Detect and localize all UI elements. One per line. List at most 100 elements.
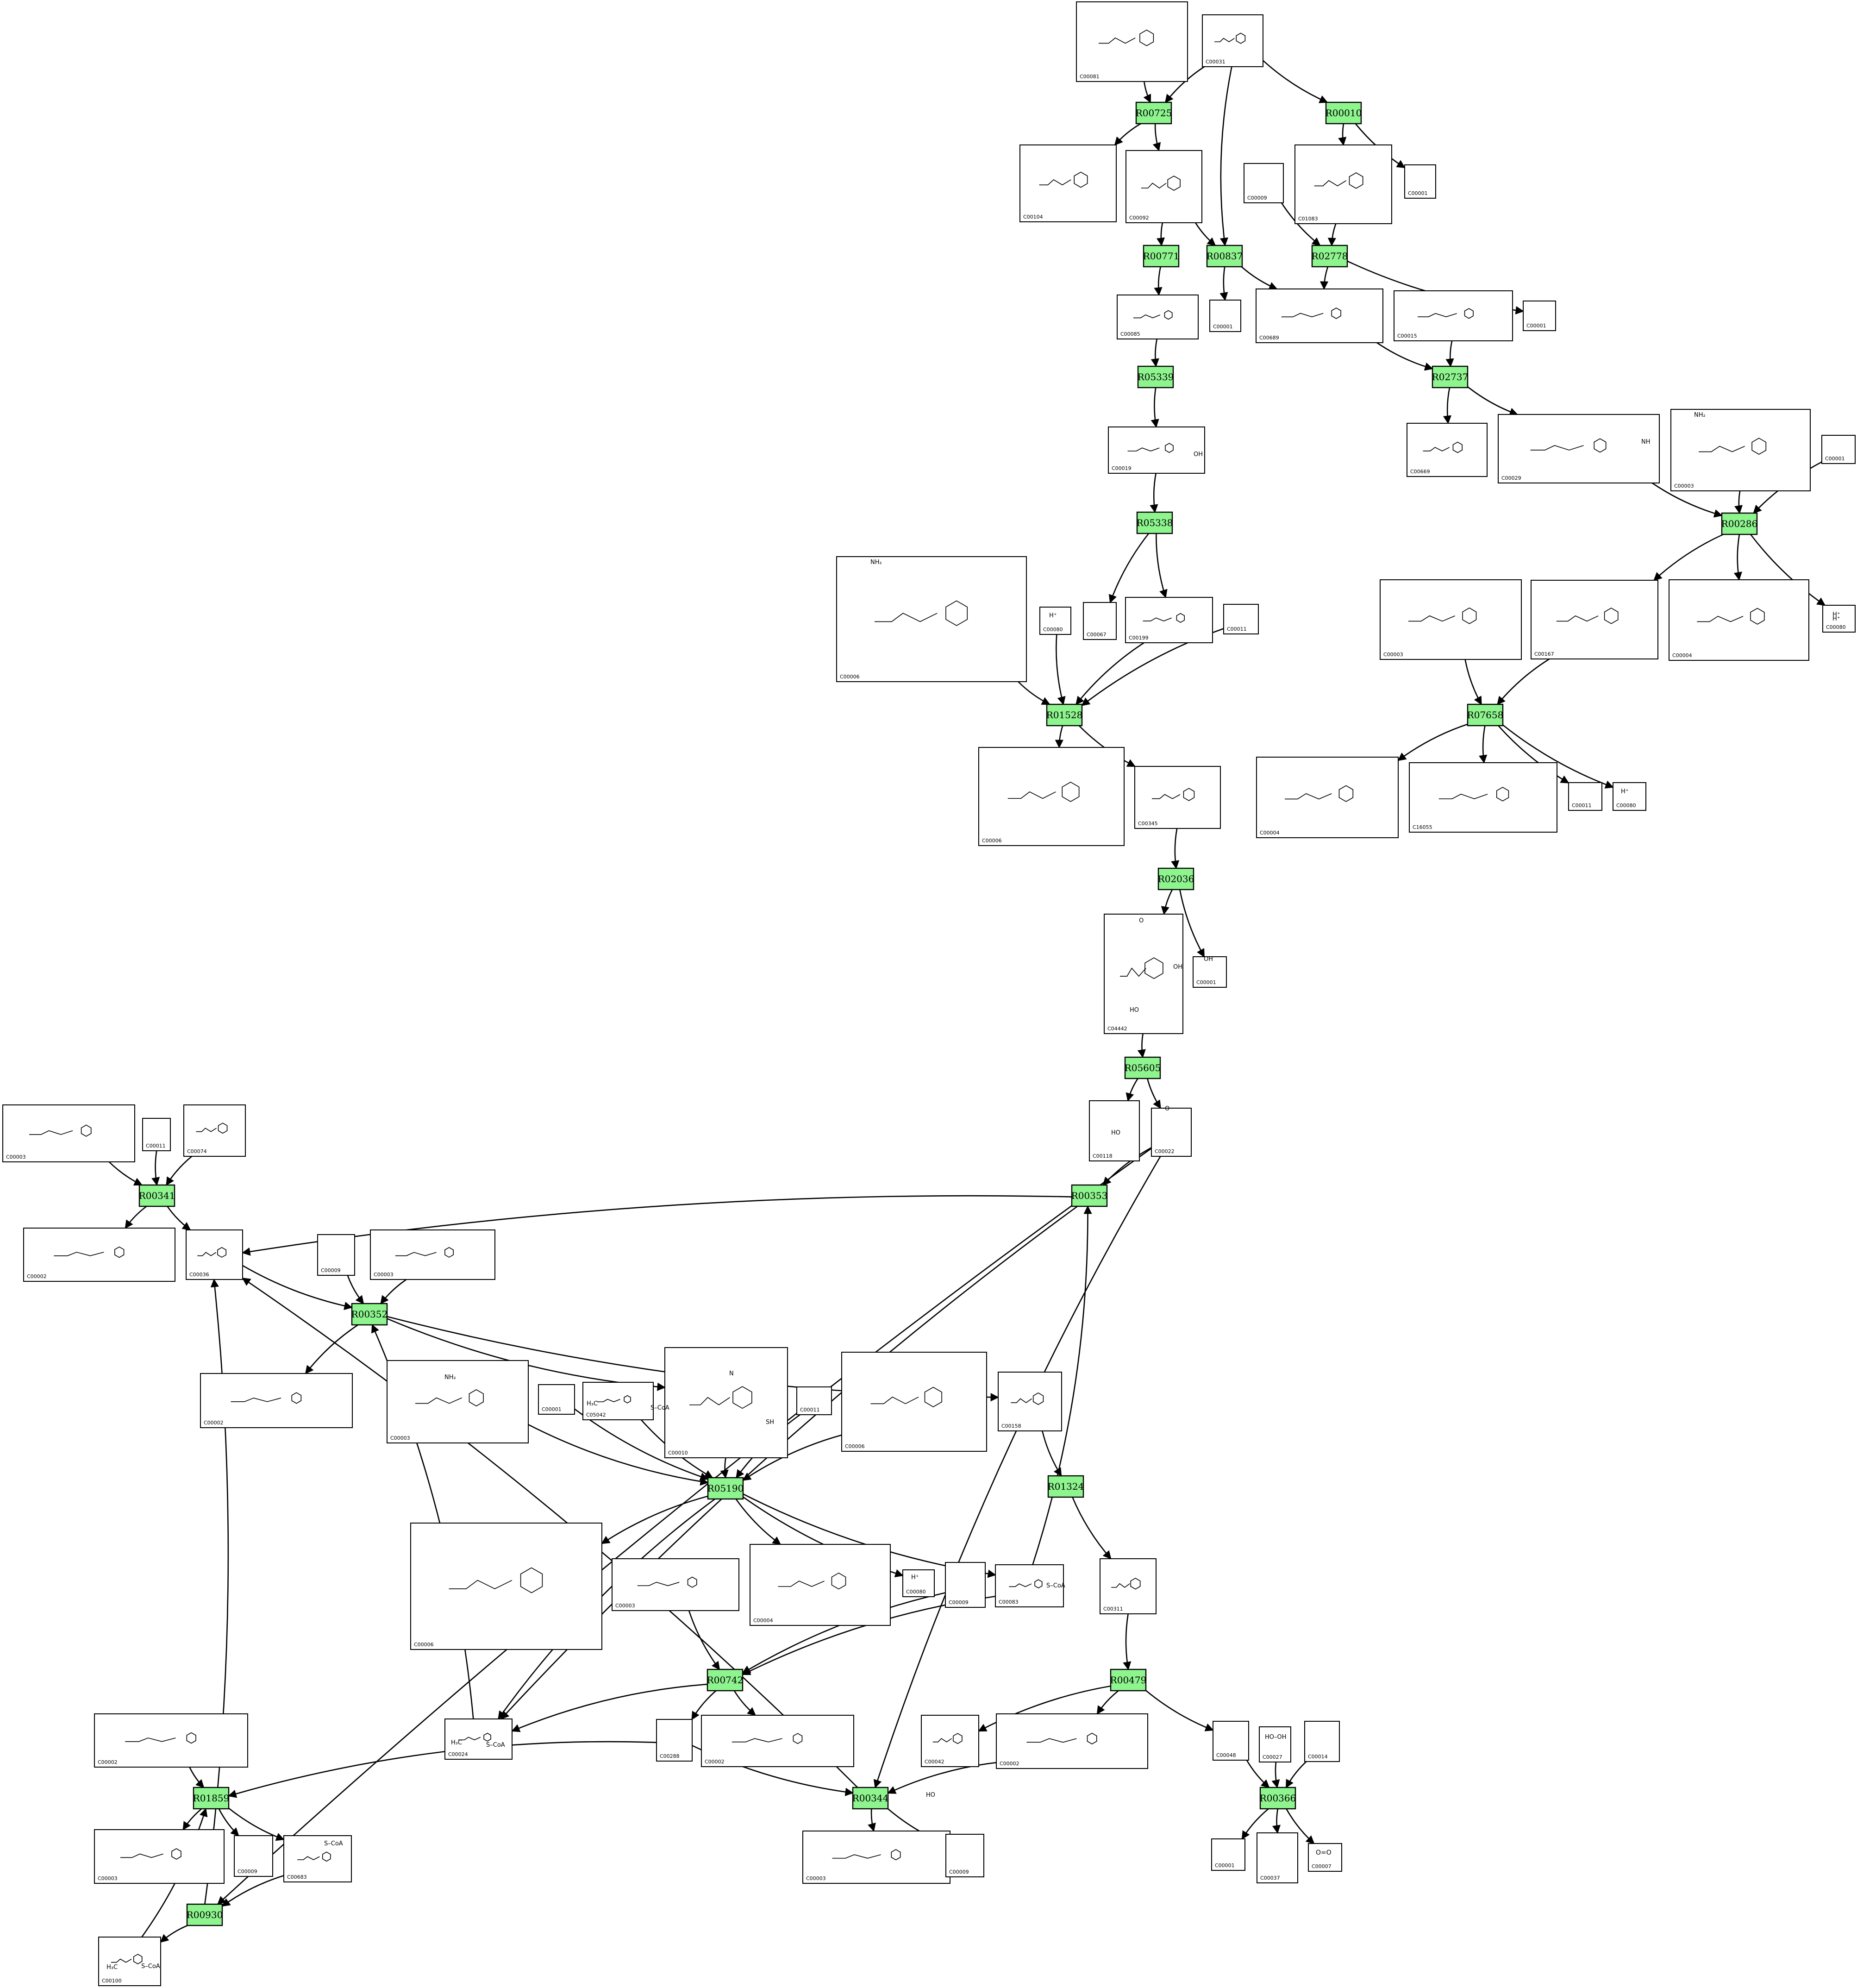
reaction-node[interactable]: R00366 bbox=[1260, 1787, 1296, 1810]
compound-node[interactable]: C00011 bbox=[1568, 782, 1602, 811]
compound-node[interactable]: C00001 bbox=[1209, 300, 1241, 332]
compound-node[interactable]: C00001 bbox=[1821, 435, 1856, 464]
compound-node[interactable]: C00002 bbox=[200, 1373, 353, 1428]
compound-node[interactable]: C00042 bbox=[921, 1715, 979, 1767]
compound-node[interactable]: C00009 bbox=[317, 1234, 355, 1276]
compound-node[interactable]: C00067 bbox=[1083, 602, 1117, 640]
compound-node[interactable]: C00001 bbox=[1211, 1838, 1245, 1871]
compound-node[interactable]: C00024 bbox=[444, 1718, 513, 1760]
compound-node[interactable]: C00003 bbox=[1670, 409, 1811, 491]
reaction-node[interactable]: R00344 bbox=[852, 1787, 889, 1810]
compound-node[interactable]: C00009 bbox=[1244, 163, 1284, 203]
compound-node[interactable]: C00022 bbox=[1151, 1108, 1192, 1157]
compound-node[interactable]: C05042 bbox=[582, 1382, 654, 1420]
compound-node[interactable]: C00083 bbox=[995, 1564, 1064, 1607]
compound-node[interactable]: C00158 bbox=[998, 1372, 1062, 1431]
reaction-node[interactable]: R00341 bbox=[139, 1184, 175, 1207]
reaction-node[interactable]: R00010 bbox=[1326, 101, 1362, 125]
compound-node[interactable]: C00683 bbox=[283, 1835, 352, 1882]
compound-node[interactable]: C00003 bbox=[387, 1360, 529, 1443]
compound-node[interactable]: C00001 bbox=[538, 1384, 575, 1415]
compound-node[interactable]: C00003 bbox=[2, 1104, 135, 1162]
compound-node[interactable]: C00006 bbox=[410, 1523, 602, 1650]
compound-node[interactable]: C00003 bbox=[94, 1829, 225, 1884]
compound-node[interactable]: C00014 bbox=[1304, 1721, 1340, 1762]
reaction-node[interactable]: R00930 bbox=[187, 1903, 223, 1926]
reaction-node[interactable]: R00479 bbox=[1110, 1668, 1147, 1692]
compound-node[interactable]: C00080 bbox=[902, 1569, 935, 1597]
compound-node[interactable]: C00085 bbox=[1117, 295, 1199, 339]
reaction-node[interactable]: R02778 bbox=[1312, 245, 1348, 268]
compound-node[interactable]: C00003 bbox=[370, 1229, 495, 1280]
compound-node[interactable]: C00081 bbox=[1076, 1, 1188, 82]
compound-node[interactable]: C00167 bbox=[1531, 580, 1658, 659]
compound-node[interactable]: C00006 bbox=[978, 747, 1125, 846]
compound-node[interactable]: C00048 bbox=[1213, 1721, 1249, 1761]
compound-node[interactable]: C00092 bbox=[1125, 150, 1202, 223]
reaction-node[interactable]: R05605 bbox=[1125, 1056, 1161, 1079]
compound-node[interactable]: C00104 bbox=[1019, 144, 1117, 222]
reaction-node[interactable]: R02036 bbox=[1158, 867, 1194, 891]
reaction-node[interactable]: R00837 bbox=[1207, 245, 1243, 268]
compound-node[interactable]: C00010 bbox=[664, 1347, 788, 1458]
compound-node[interactable]: C00002 bbox=[94, 1713, 248, 1768]
compound-node[interactable]: C00027 bbox=[1259, 1726, 1291, 1762]
compound-node[interactable]: C00003 bbox=[802, 1831, 950, 1884]
compound-node[interactable]: C00036 bbox=[186, 1229, 243, 1280]
compound-node[interactable]: C00031 bbox=[1202, 14, 1263, 67]
compound-node[interactable]: C00004 bbox=[1669, 579, 1809, 661]
compound-node[interactable]: C00001 bbox=[1193, 956, 1227, 988]
compound-node[interactable]: C00002 bbox=[701, 1715, 854, 1767]
compound-node[interactable]: C00002 bbox=[23, 1228, 175, 1282]
compound-node[interactable]: C00002 bbox=[996, 1713, 1148, 1769]
compound-node[interactable]: C00003 bbox=[612, 1558, 739, 1611]
compound-node[interactable]: C00011 bbox=[142, 1118, 171, 1151]
compound-node[interactable]: C00001 bbox=[1523, 301, 1556, 331]
reaction-node[interactable]: R00286 bbox=[1721, 512, 1758, 535]
compound-node[interactable]: C00004 bbox=[1256, 757, 1399, 838]
compound-node[interactable]: C00199 bbox=[1125, 597, 1213, 643]
compound-node[interactable]: C00011 bbox=[1223, 604, 1259, 634]
compound-node[interactable]: C16055 bbox=[1409, 762, 1557, 833]
reaction-node[interactable]: R01324 bbox=[1048, 1475, 1084, 1498]
compound-node[interactable]: C00006 bbox=[836, 556, 1027, 682]
compound-node[interactable]: C00007 bbox=[1308, 1843, 1342, 1872]
reaction-node[interactable]: R01528 bbox=[1046, 703, 1083, 727]
compound-node[interactable]: C00288 bbox=[656, 1719, 693, 1762]
compound-node[interactable]: C00004 bbox=[750, 1544, 891, 1626]
reaction-node[interactable]: R01859 bbox=[193, 1787, 230, 1810]
compound-node[interactable]: C00080 bbox=[1613, 782, 1646, 811]
compound-node[interactable]: C00029 bbox=[1498, 414, 1660, 483]
reaction-node[interactable]: R00771 bbox=[1143, 245, 1180, 268]
compound-node[interactable]: C00037 bbox=[1257, 1832, 1298, 1883]
compound-node[interactable]: C00100 bbox=[98, 1937, 161, 1986]
compound-node[interactable]: C00669 bbox=[1407, 423, 1488, 477]
compound-node[interactable]: C00080 bbox=[1822, 605, 1856, 633]
compound-node[interactable]: C00003 bbox=[1380, 579, 1522, 660]
compound-node[interactable]: C00074 bbox=[183, 1104, 246, 1157]
reaction-node[interactable]: R05339 bbox=[1138, 365, 1174, 389]
compound-node[interactable]: C00345 bbox=[1134, 766, 1221, 829]
compound-node[interactable]: C04442 bbox=[1104, 914, 1183, 1034]
reaction-node[interactable]: R05190 bbox=[707, 1477, 744, 1500]
compound-node[interactable]: C00001 bbox=[1404, 164, 1436, 199]
reaction-node[interactable]: R00352 bbox=[351, 1303, 388, 1326]
reaction-node[interactable]: R07658 bbox=[1467, 703, 1504, 727]
compound-node[interactable]: C00118 bbox=[1089, 1100, 1140, 1161]
compound-node[interactable]: C00011 bbox=[796, 1386, 832, 1415]
reaction-node[interactable]: R00742 bbox=[707, 1668, 744, 1692]
compound-node[interactable]: C00009 bbox=[234, 1835, 273, 1877]
reaction-node[interactable]: R02737 bbox=[1432, 365, 1469, 389]
compound-node[interactable]: C00006 bbox=[841, 1352, 987, 1452]
compound-node[interactable]: C00015 bbox=[1394, 290, 1513, 341]
compound-node[interactable]: C00311 bbox=[1100, 1558, 1157, 1614]
reaction-node[interactable]: R00725 bbox=[1136, 101, 1172, 125]
compound-node[interactable]: C00019 bbox=[1108, 426, 1205, 474]
reaction-node[interactable]: R05338 bbox=[1137, 511, 1173, 534]
compound-node[interactable]: C00689 bbox=[1256, 288, 1383, 343]
compound-node[interactable]: C00009 bbox=[945, 1834, 984, 1877]
compound-node[interactable]: C01083 bbox=[1294, 144, 1392, 224]
compound-node[interactable]: C00080 bbox=[1039, 607, 1071, 635]
reaction-node[interactable]: R00353 bbox=[1071, 1184, 1108, 1207]
compound-node[interactable]: C00009 bbox=[945, 1562, 986, 1608]
